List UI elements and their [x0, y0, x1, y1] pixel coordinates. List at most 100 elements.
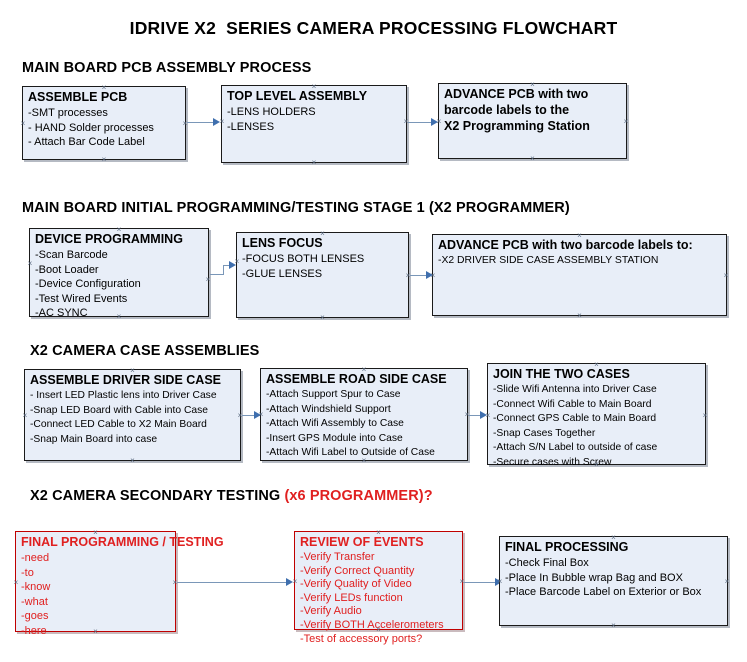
node-line: -here: [21, 624, 47, 637]
node-lens-focus[interactable]: LENS FOCUS -FOCUS BOTH LENSES -GLUE LENS…: [236, 232, 409, 318]
node-line: - HAND Solder processes: [28, 121, 154, 134]
node-advance-pcb-to-x2-programming-station[interactable]: ADVANCE PCB with two barcode labels to t…: [438, 83, 627, 159]
connector-driver-side-to-road-side: [242, 415, 259, 416]
node-line: -Place In Bubble wrap Bag and BOX: [505, 571, 683, 584]
node-line: -FOCUS BOTH LENSES: [242, 253, 365, 265]
node-title: JOIN THE TWO CASES: [493, 367, 630, 381]
connection-point-left: [219, 118, 226, 125]
node-title-line3: X2 Programming Station: [444, 119, 590, 133]
connection-point-left: [430, 272, 437, 279]
node-line: -X2 DRIVER SIDE CASE ASSEMBLY STATION: [438, 255, 659, 266]
connection-point-left: [27, 260, 34, 267]
node-line: -LENS HOLDERS: [227, 106, 316, 118]
node-line: -Verify Quality of Video: [300, 578, 412, 591]
connection-point-top: [92, 529, 99, 536]
connection-point-left: [20, 120, 27, 127]
node-line: -AC SYNC: [35, 307, 88, 319]
connection-point-right: [182, 120, 189, 127]
connector-assemble-pcb-to-top-level-assembly: [187, 122, 216, 123]
node-line: -Attach Wifi Assembly to Case: [266, 418, 404, 429]
connection-point-left: [292, 578, 299, 585]
node-assemble-driver-side-case[interactable]: ASSEMBLE DRIVER SIDE CASE - Insert LED P…: [24, 369, 241, 461]
section-header-main-board-initial-programming-testing-stage-1: MAIN BOARD INITIAL PROGRAMMING/TESTING S…: [22, 200, 570, 216]
node-line: -Verify Transfer: [300, 551, 375, 563]
node-line: -Boot Loader: [35, 263, 99, 276]
node-assemble-pcb[interactable]: ASSEMBLE PCB -SMT processes - HAND Solde…: [22, 86, 186, 160]
connection-point-bottom: [101, 156, 108, 163]
node-title: ADVANCE PCB with two barcode labels to:: [438, 238, 693, 252]
node-line: -LENSES: [227, 120, 275, 133]
node-line: -Device Configuration: [35, 278, 141, 290]
connection-point-left: [485, 412, 492, 419]
node-line: -Verify Correct Quantity: [300, 564, 415, 577]
connection-point-bottom: [129, 457, 136, 464]
node-line: -Connect GPS Cable to Main Board: [493, 413, 657, 424]
node-final-programming-testing[interactable]: FINAL PROGRAMMING / TESTING -need -to -k…: [13, 529, 224, 637]
arrowhead-icon: [480, 410, 487, 419]
node-line: -Place Barcode Label on Exterior or Box: [505, 586, 702, 598]
connection-point-right: [205, 276, 212, 283]
node-line: -Verify LEDs function: [300, 591, 403, 604]
node-line: -Scan Barcode: [35, 249, 108, 261]
connection-point-left: [13, 579, 20, 586]
node-line: -Insert GPS Module into Case: [266, 432, 403, 444]
connection-point-top: [593, 361, 600, 368]
node-line: - Attach Bar Code Label: [28, 136, 145, 148]
section-header-x2-camera-case-assemblies: X2 CAMERA CASE ASSEMBLIES: [30, 343, 259, 359]
node-line: -to: [21, 566, 34, 579]
connector-final-programming-to-review-of-events: [177, 582, 289, 583]
node-device-programming[interactable]: DEVICE PROGRAMMING -Scan Barcode -Boot L…: [27, 226, 212, 319]
node-top-level-assembly[interactable]: TOP LEVEL ASSEMBLY -LENS HOLDERS -LENSES: [221, 85, 407, 163]
node-line: -goes: [21, 610, 49, 622]
node-join-the-two-cases[interactable]: JOIN THE TWO CASES -Slide Wifi Antenna i…: [485, 361, 709, 468]
connection-point-bottom: [92, 628, 99, 635]
connection-point-right: [723, 272, 730, 279]
connection-point-bottom: [311, 159, 318, 166]
connector-device-programming-to-lens-focus: [223, 265, 234, 266]
connection-point-right: [702, 412, 709, 419]
connection-point-top: [375, 529, 382, 536]
node-final-processing[interactable]: FINAL PROCESSING -Check Final Box -Place…: [499, 536, 728, 626]
node-line: -Verify Audio: [300, 605, 362, 618]
page-title: IDRIVE X2 SERIES CAMERA PROCESSING FLOWC…: [129, 18, 618, 38]
connection-point-bottom: [319, 314, 326, 321]
node-line: - Insert LED Plastic lens into Driver Ca…: [30, 390, 217, 401]
node-line: -Attach Wifi Label to Outside of Case: [266, 447, 435, 458]
node-title: REVIEW OF EVENTS: [300, 535, 424, 549]
connector-device-programming-leg-v: [223, 265, 224, 275]
section-header-main-board-pcb-assembly-process: MAIN BOARD PCB ASSEMBLY PROCESS: [22, 60, 311, 76]
node-title: ADVANCE PCB with two: [444, 87, 589, 101]
node-line: -need: [21, 552, 50, 564]
connection-point-left: [258, 411, 265, 418]
node-review-of-events[interactable]: REVIEW OF EVENTS -Verify Transfer -Verif…: [292, 529, 463, 645]
section-header-accent: (x6 PROGRAMMER)?: [284, 488, 433, 504]
connection-point-top: [129, 367, 136, 374]
connection-point-top: [116, 226, 123, 233]
connection-point-bottom: [593, 461, 600, 468]
node-line: -Connect LED Cable to X2 Main Board: [30, 419, 207, 430]
node-advance-pcb-to-driver-side-case-station[interactable]: ADVANCE PCB with two barcode labels to: …: [432, 234, 727, 316]
section-header-text: MAIN BOARD INITIAL PROGRAMMING/TESTING S…: [22, 200, 570, 216]
node-title: ASSEMBLE ROAD SIDE CASE: [266, 372, 447, 386]
connection-point-bottom: [375, 626, 382, 633]
node-title: TOP LEVEL ASSEMBLY: [227, 89, 368, 103]
section-header-text: X2 CAMERA CASE ASSEMBLIES: [30, 343, 260, 359]
node-assemble-road-side-case[interactable]: ASSEMBLE ROAD SIDE CASE -Attach Support …: [260, 368, 468, 461]
node-title: FINAL PROCESSING: [505, 540, 629, 554]
node-line: -Attach Windshield Support: [266, 403, 391, 415]
connection-point-top: [576, 232, 583, 239]
node-title: ASSEMBLE DRIVER SIDE CASE: [30, 373, 222, 387]
connector-device-programming-leg-a: [210, 274, 224, 275]
connection-point-bottom: [361, 457, 368, 464]
node-title: LENS FOCUS: [242, 236, 323, 250]
connector-road-side-to-join-cases: [469, 415, 484, 416]
node-title: FINAL PROGRAMMING / TESTING: [21, 535, 224, 549]
connection-point-top: [529, 81, 536, 88]
connector-review-of-events-to-final-processing: [464, 582, 500, 583]
connection-point-right: [724, 578, 731, 585]
section-header-text: MAIN BOARD PCB ASSEMBLY PROCESS: [22, 60, 312, 76]
node-line: -know: [21, 581, 51, 593]
node-line: -Connect Wifi Cable to Main Board: [493, 398, 652, 410]
connector-lens-focus-to-advance-pcb: [410, 275, 430, 276]
connection-point-top: [610, 534, 617, 541]
